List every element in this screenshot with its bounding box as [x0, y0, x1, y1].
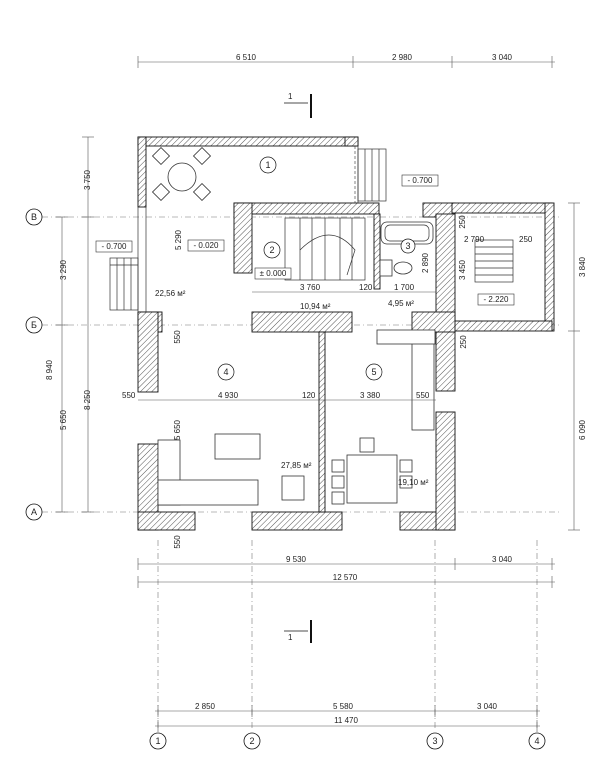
axis-label-3: 3: [432, 736, 437, 746]
axis-label-4: 4: [534, 736, 539, 746]
dim-bottom-9530: 9 530: [286, 555, 307, 564]
dim-bottom-3040a: 3 040: [492, 555, 513, 564]
section-mark-bottom: 1: [284, 620, 312, 643]
room-1: 1 22,56 м² - 0.020 5 290: [155, 156, 277, 298]
dim-left-8940: 8 940: [45, 359, 54, 380]
dim-left-3290: 3 290: [59, 259, 68, 280]
axis-label-b: Б: [31, 320, 37, 330]
axis-label-v: В: [31, 212, 37, 222]
room-2-wall: 120: [359, 283, 373, 292]
toilet-sink: [379, 259, 413, 277]
porch-stairs: [474, 239, 514, 283]
porch-top: 250: [458, 215, 467, 229]
axis-label-2: 2: [249, 736, 254, 746]
room-3-width: 1 700: [394, 283, 415, 292]
axis-marker-3: 3: [426, 732, 444, 750]
axis-label-1: 1: [155, 736, 160, 746]
terrace-dining-set: [151, 146, 212, 202]
porch-mid: 250: [459, 335, 468, 349]
axis-marker-2: 2: [243, 732, 261, 750]
dim-left-8250: 8 250: [83, 389, 92, 410]
room-4-number: 4: [223, 367, 228, 377]
room-5-area: 19,10 м²: [398, 478, 429, 487]
room-1-level: - 0.020: [194, 241, 219, 250]
living-room-furniture: [157, 433, 305, 506]
walls: [137, 136, 555, 531]
room-2-level: ± 0.000: [260, 269, 287, 278]
axis-marker-1: 1: [149, 732, 167, 750]
dim-bottom-12570: 12 570: [333, 573, 358, 582]
level-terrace: - 0.700: [401, 174, 439, 187]
room-5-side: 550: [416, 391, 430, 400]
axis-marker-4: 4: [528, 732, 546, 750]
staircase: [284, 217, 366, 281]
axis-marker-b: Б: [25, 316, 43, 334]
dim-bottom-550: 550: [173, 535, 182, 549]
left-dimension-chains: 3 750 3 290 8 940 5 650 8 250: [45, 136, 94, 513]
grid-lines: [42, 216, 560, 728]
room-3-height: 2 890: [421, 252, 430, 273]
room-4-side: 550: [122, 391, 136, 400]
room-5-wall: 120: [302, 391, 316, 400]
room-4-height: 5 650: [173, 419, 182, 440]
dim-bottom-5580: 5 580: [333, 702, 354, 711]
section-label-bottom: 1: [288, 633, 293, 642]
room-1-area: 22,56 м²: [155, 289, 186, 298]
dim-bottom-11470: 11 470: [334, 716, 358, 725]
level-terrace-text: - 0.700: [408, 176, 433, 185]
dim-top-2980: 2 980: [392, 53, 413, 62]
axis-marker-a: А: [25, 503, 43, 521]
dim-right-6090: 6 090: [578, 419, 587, 440]
room-5-width: 3 380: [360, 391, 381, 400]
section-mark-top: 1: [284, 92, 312, 118]
dim-left-5650: 5 650: [59, 409, 68, 430]
room-2-area: 10,94 м²: [300, 302, 331, 311]
room-4-top: 550: [173, 330, 182, 344]
bottom-dimension-chains: 550 9 530 3 040 12 570 2 850 5 580 3 040…: [137, 535, 555, 732]
porch: 2 790 250 3 450 250 250 - 2.220: [458, 215, 533, 349]
top-dimension-chain: 6 510 2 980 3 040: [137, 53, 555, 68]
porch-wall: 250: [519, 235, 533, 244]
room-4: 4 4 930 5 650 27,85 м² 550 550: [122, 330, 436, 470]
porch-level: - 2.220: [484, 295, 509, 304]
room-5-number: 5: [371, 367, 376, 377]
room-4-area: 27,85 м²: [281, 461, 312, 470]
level-left: - 0.700: [95, 240, 133, 253]
dim-bottom-2850: 2 850: [195, 702, 216, 711]
level-left-text: - 0.700: [102, 242, 127, 251]
room-2-width: 3 760: [300, 283, 321, 292]
terrace-steps: [357, 148, 387, 202]
left-entry-steps: [109, 257, 139, 311]
room-2-number: 2: [269, 245, 274, 255]
porch-height: 3 450: [458, 259, 467, 280]
dim-right-3840: 3 840: [578, 256, 587, 277]
dim-bottom-3040b: 3 040: [477, 702, 498, 711]
room-2: 2 ± 0.000 3 760 120 10,94 м²: [252, 241, 436, 311]
room-3: 3 1 700 2 890 4,95 м²: [388, 238, 430, 308]
kitchen-furniture: [331, 329, 436, 505]
axis-label-a: А: [31, 507, 37, 517]
dim-top-3040: 3 040: [492, 53, 513, 62]
room-1-dim: 5 290: [174, 229, 183, 250]
porch-width: 2 790: [464, 235, 485, 244]
room-3-number: 3: [405, 241, 410, 251]
dim-top-6510: 6 510: [236, 53, 257, 62]
section-label-top: 1: [288, 92, 293, 101]
room-4-width: 4 930: [218, 391, 239, 400]
right-dimension-chain: 3 840 6 090: [568, 202, 587, 531]
dim-left-3750: 3 750: [83, 169, 92, 190]
room-5: 5 120 3 380 550 19,10 м²: [302, 363, 430, 487]
room-1-number: 1: [265, 160, 270, 170]
axis-marker-v: В: [25, 208, 43, 226]
room-3-area: 4,95 м²: [388, 299, 414, 308]
